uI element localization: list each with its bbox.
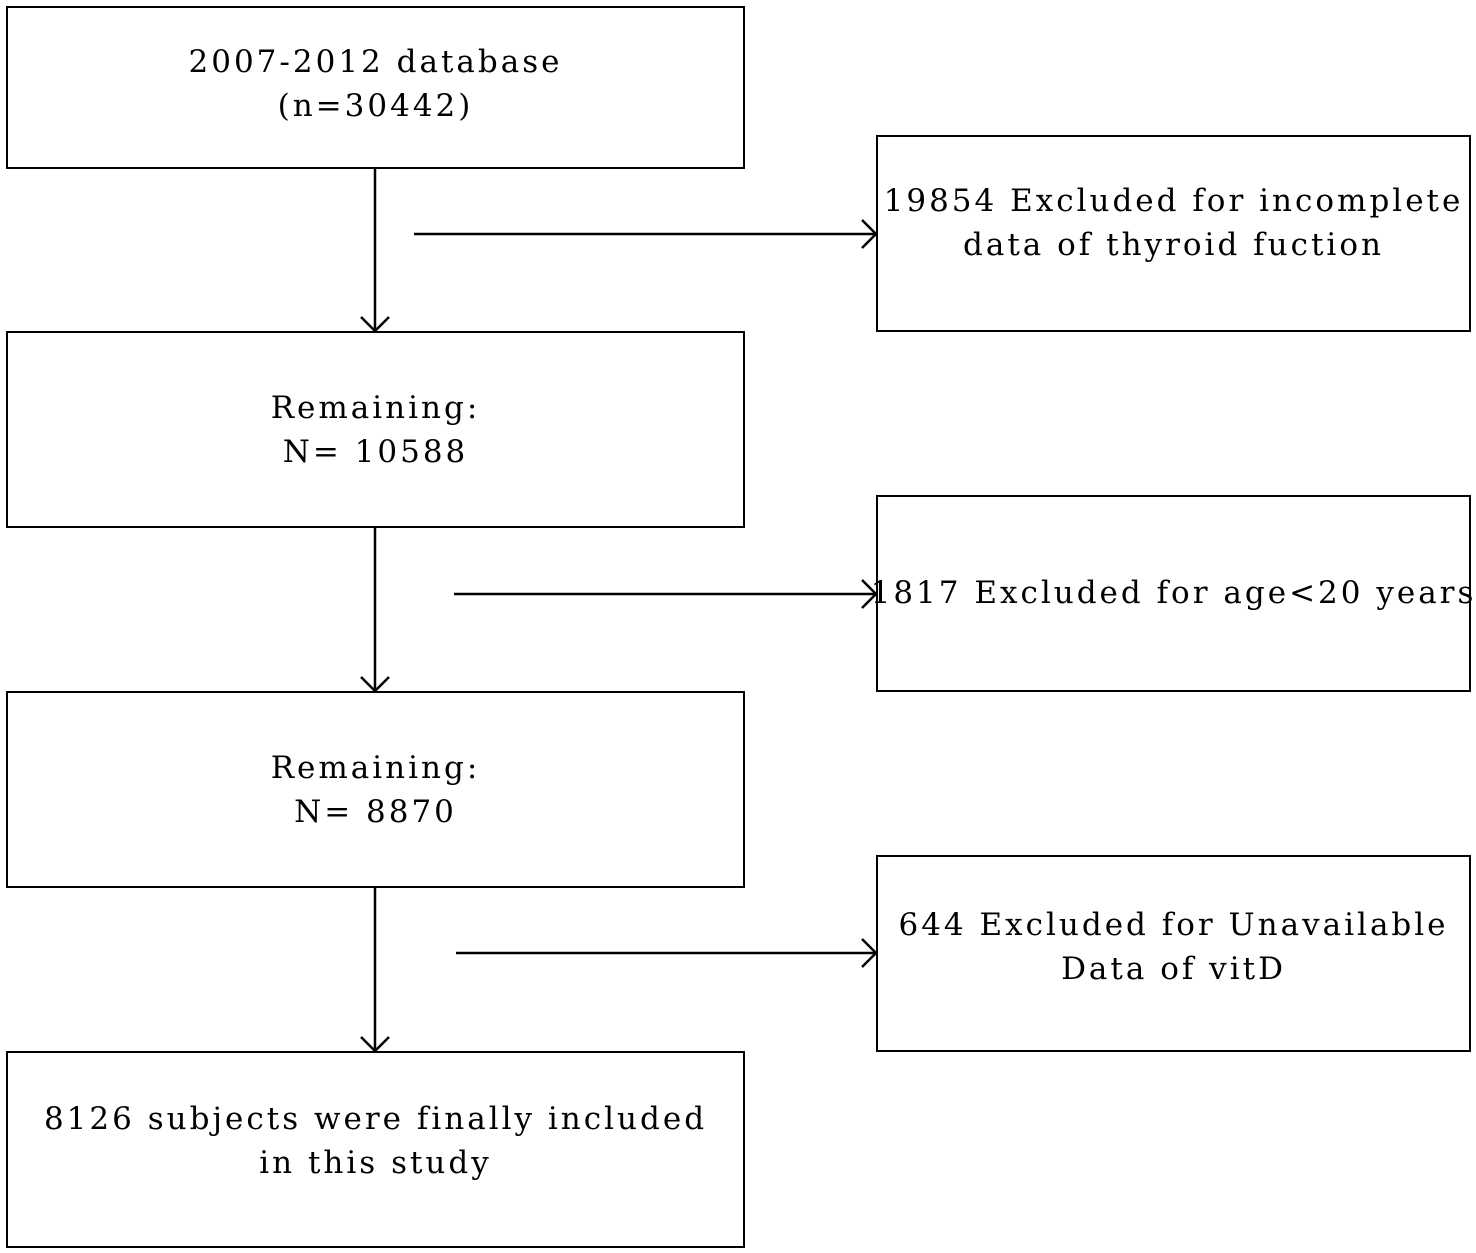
remaining-count-2: N= 8870 [294, 793, 457, 830]
final-line-1: 8126 subjects were finally included [43, 1100, 708, 1137]
remaining-label-1: Remaining: [270, 389, 481, 426]
exclusion-3-line-2: Data of vitD [1061, 950, 1286, 987]
final-line-2: in this study [259, 1144, 492, 1181]
exclusion-box-3: 644 Excluded for Unavailable Data of vit… [876, 855, 1471, 1052]
exclusion-box-1: 19854 Excluded for incomplete data of th… [876, 135, 1471, 332]
remaining-box-2: Remaining: N= 8870 [6, 691, 745, 888]
database-box: 2007-2012 database (n=30442) [6, 6, 745, 169]
exclusion-box-2: 1817 Excluded for age<20 years [871, 495, 1473, 692]
remaining-label-2: Remaining: [270, 749, 481, 786]
exclusion-2-line-1: 1817 Excluded for age<20 years [870, 574, 1476, 611]
database-count: (n=30442) [277, 87, 474, 124]
exclusion-1-line-1: 19854 Excluded for incomplete [883, 182, 1464, 219]
remaining-count-1: N= 10588 [282, 433, 469, 470]
remaining-box-1: Remaining: N= 10588 [6, 331, 745, 528]
exclusion-1-line-2: data of thyroid fuction [963, 226, 1384, 263]
database-title: 2007-2012 database [188, 43, 563, 80]
final-box: 8126 subjects were finally included in t… [6, 1051, 745, 1248]
exclusion-3-line-1: 644 Excluded for Unavailable [898, 906, 1449, 943]
